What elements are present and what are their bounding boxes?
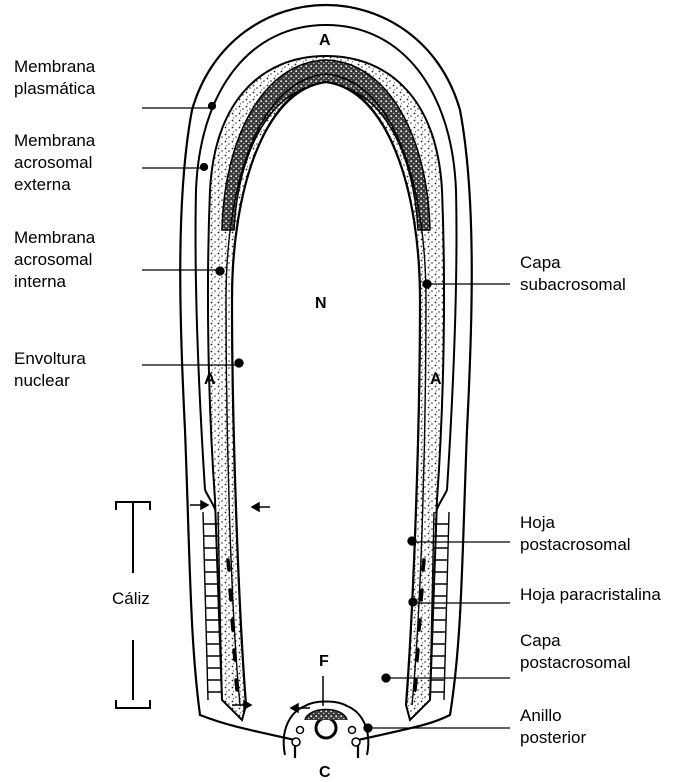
label-a-right: A xyxy=(430,372,442,388)
capitulum xyxy=(305,710,347,721)
label-postacrosomal-sheath: Hoja postacrosomal xyxy=(520,512,631,556)
label-calyx: Cáliz xyxy=(112,588,150,610)
nucleus-outline xyxy=(232,82,420,705)
label-a-top: A xyxy=(319,33,331,49)
label-c: C xyxy=(319,765,331,781)
label-postacrosomal-layer: Capa postacrosomal xyxy=(520,630,631,674)
label-paracrystalline-sheath: Hoja paracristalina xyxy=(520,584,661,606)
label-subacrosomal-layer: Capa subacrosomal xyxy=(520,252,626,296)
label-plasma-membrane: Membrana plasmática xyxy=(14,56,95,100)
label-nuclear-envelope: Envoltura nuclear xyxy=(14,348,86,392)
label-inner-acrosomal-membrane: Membrana acrosomal interna xyxy=(14,227,95,293)
label-n: N xyxy=(315,296,327,312)
centriole xyxy=(316,718,336,738)
label-a-left: A xyxy=(204,372,216,388)
label-outer-acrosomal-membrane: Membrana acrosomal externa xyxy=(14,130,95,196)
label-f: F xyxy=(319,654,329,670)
label-posterior-ring: Anillo posterior xyxy=(520,705,586,749)
